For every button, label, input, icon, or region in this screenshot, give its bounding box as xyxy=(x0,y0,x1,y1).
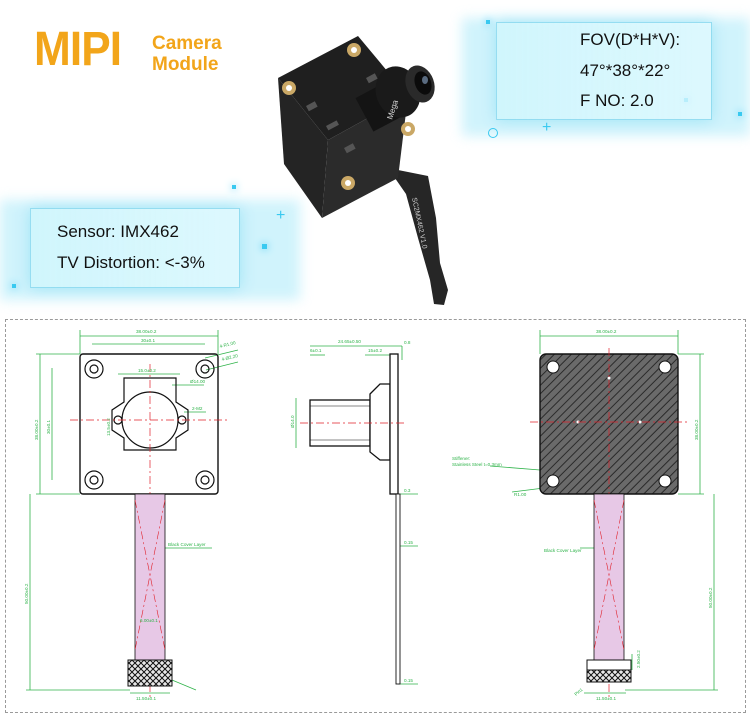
title-sub-module: Module xyxy=(152,54,219,75)
spec-fov-value: 47°*38°*22° xyxy=(580,61,671,80)
front-lens-holder-dim: 15.0±0.2 xyxy=(138,368,156,373)
front-hole-icon xyxy=(84,470,104,490)
back-radius: R1.00 xyxy=(514,492,527,497)
front-hole-icon xyxy=(84,359,104,379)
camera-module-illustration: Mega SC2MX462 V1.0 xyxy=(278,36,448,305)
back-view: 38.00±0.2 38.00±0.2 Stiffener: Stainless… xyxy=(452,329,718,701)
spec-distortion: TV Distortion: <-3% xyxy=(57,253,205,272)
side-flex-thk-end: 0.15 xyxy=(404,678,413,683)
spec-panel-left xyxy=(30,208,240,288)
spec-sensor: Sensor: IMX462 xyxy=(57,222,179,241)
front-side-dim: 13.5±0.2 xyxy=(106,418,111,436)
spark-3 xyxy=(232,185,236,189)
front-cover-label: Black Cover Layer xyxy=(168,542,206,547)
back-connector-pins xyxy=(586,669,632,683)
spark-1 xyxy=(12,284,16,288)
front-hole-icon xyxy=(195,359,215,379)
front-view: 38.00±0.2 30±0.1 4-R1.00 4-Ø2.20 15.0±0.… xyxy=(24,329,239,701)
spec-fov-label: FOV(D*H*V): xyxy=(580,30,681,49)
back-connector-width: 11.50±0.1 xyxy=(596,696,617,701)
front-connector-width: 11.50±0.1 xyxy=(136,696,157,701)
front-top-width: 38.00±0.2 xyxy=(136,329,157,334)
side-front-gap: 6±0.1 xyxy=(310,348,322,353)
back-hole-icon xyxy=(658,474,672,488)
back-connector xyxy=(586,659,632,671)
back-conn-len: 2.50±0.2 xyxy=(636,650,641,668)
flex-cable xyxy=(388,168,448,305)
spark-2 xyxy=(262,244,267,249)
front-height-holes: 30±0.1 xyxy=(46,420,51,434)
back-hole-icon xyxy=(658,360,672,374)
back-pin1: Pin1 xyxy=(573,687,584,697)
back-stiffener-label-1: Stiffener: xyxy=(452,456,470,461)
plus-sparkle-icon-2: + xyxy=(542,119,552,136)
side-view: 24.65±0.50 15±0.2 6±0.1 Ø14.0 0.8 0.3 0.… xyxy=(290,339,418,685)
front-screw: 2-M2 xyxy=(192,406,203,411)
back-hole-icon xyxy=(546,474,560,488)
title-sub: Camera Module xyxy=(152,33,222,75)
lens-glass xyxy=(414,71,432,95)
spark-4 xyxy=(486,20,490,24)
back-top-width: 38.00±0.2 xyxy=(596,329,617,334)
side-tail-thk: 0.3 xyxy=(404,488,411,493)
back-flex-cable xyxy=(593,493,625,661)
front-flex-cable xyxy=(134,493,166,661)
pcb-board xyxy=(278,36,408,140)
ring-sparkle-icon xyxy=(488,128,498,138)
side-lens-dia: Ø14.0 xyxy=(290,415,295,428)
title-sub-camera: Camera xyxy=(152,33,222,54)
side-flex xyxy=(395,493,401,685)
spec-panel-right xyxy=(496,22,712,120)
side-lens-holder xyxy=(369,383,391,461)
title-mipi: MIPI xyxy=(34,23,122,76)
side-lens-len: 15±0.2 xyxy=(368,348,382,353)
side-board xyxy=(389,353,399,495)
plus-sparkle-icon: + xyxy=(276,207,286,224)
spec-fno: F NO: 2.0 xyxy=(580,91,654,110)
front-lens-holder xyxy=(111,377,189,451)
side-board-thk: 0.8 xyxy=(404,340,411,345)
back-flex-length: 50.00±0.2 xyxy=(708,587,713,608)
front-connector xyxy=(127,659,173,687)
front-hole-spacing: 30±0.1 xyxy=(141,338,155,343)
front-corner: 4-R1.00 xyxy=(219,340,236,349)
front-height-total: 38.00±0.2 xyxy=(34,419,39,440)
front-flex-length: 50.00±0.2 xyxy=(24,583,29,604)
side-total-depth: 24.65±0.50 xyxy=(338,339,361,344)
back-height: 38.00±0.2 xyxy=(694,419,699,440)
back-cover-label: Black Cover Layer xyxy=(544,548,582,553)
back-hole-icon xyxy=(546,360,560,374)
spark-5 xyxy=(738,112,742,116)
side-flex-thk: 0.15 xyxy=(404,540,413,545)
back-stiffener-label-2: Stainless Steel t=0.3mm xyxy=(452,462,502,467)
front-lens-dia: Ø14.00 xyxy=(190,379,206,384)
pcb-board-left xyxy=(278,78,328,218)
front-flex-width: 6.00±0.1 xyxy=(140,618,158,623)
front-hole-dia: 4-Ø2.20 xyxy=(221,353,239,362)
mechanical-drawing-frame xyxy=(5,319,746,713)
front-hole-icon xyxy=(195,470,215,490)
